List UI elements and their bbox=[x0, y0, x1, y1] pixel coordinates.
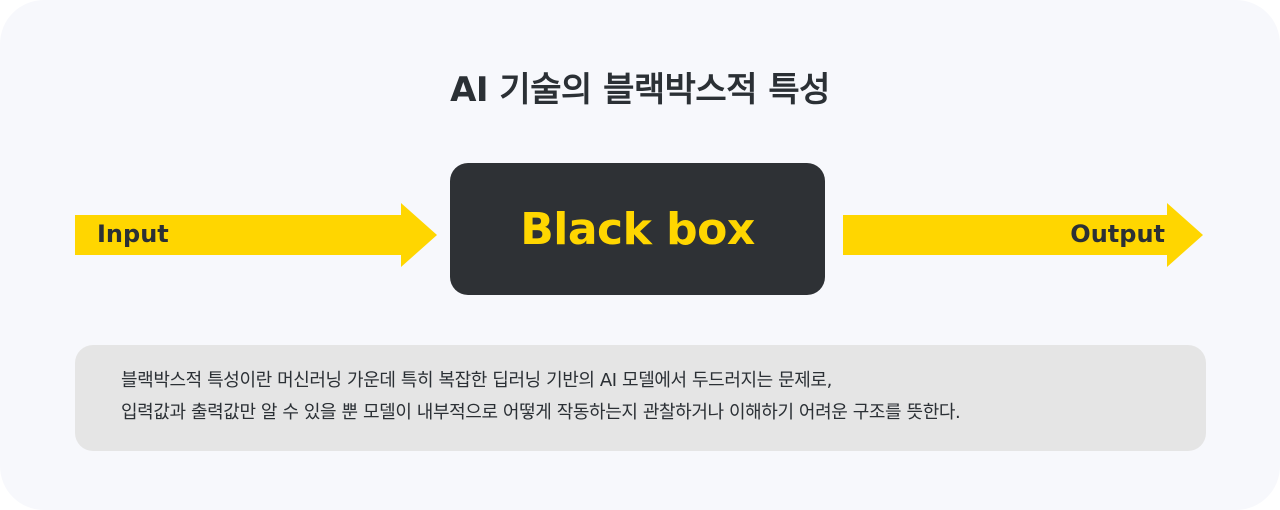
black-box: Black box bbox=[450, 163, 825, 295]
black-box-label: Black box bbox=[520, 203, 755, 255]
input-label: Input bbox=[97, 220, 169, 248]
description-line-1: 블랙박스적 특성이란 머신러닝 가운데 특히 복잡한 딥러닝 기반의 AI 모델… bbox=[121, 370, 832, 391]
input-arrow-shape bbox=[75, 203, 437, 267]
output-arrow: Output bbox=[843, 203, 1203, 267]
input-arrow: Input bbox=[75, 203, 437, 267]
diagram-title: AI 기술의 블랙박스적 특성 bbox=[450, 70, 830, 110]
output-arrow-shape bbox=[843, 203, 1203, 267]
description-line-2: 입력값과 출력값만 알 수 있을 뿐 모델이 내부적으로 어떻게 작동하는지 관… bbox=[121, 402, 961, 423]
output-label: Output bbox=[1070, 220, 1165, 248]
description-panel: 블랙박스적 특성이란 머신러닝 가운데 특히 복잡한 딥러닝 기반의 AI 모델… bbox=[75, 345, 1206, 451]
